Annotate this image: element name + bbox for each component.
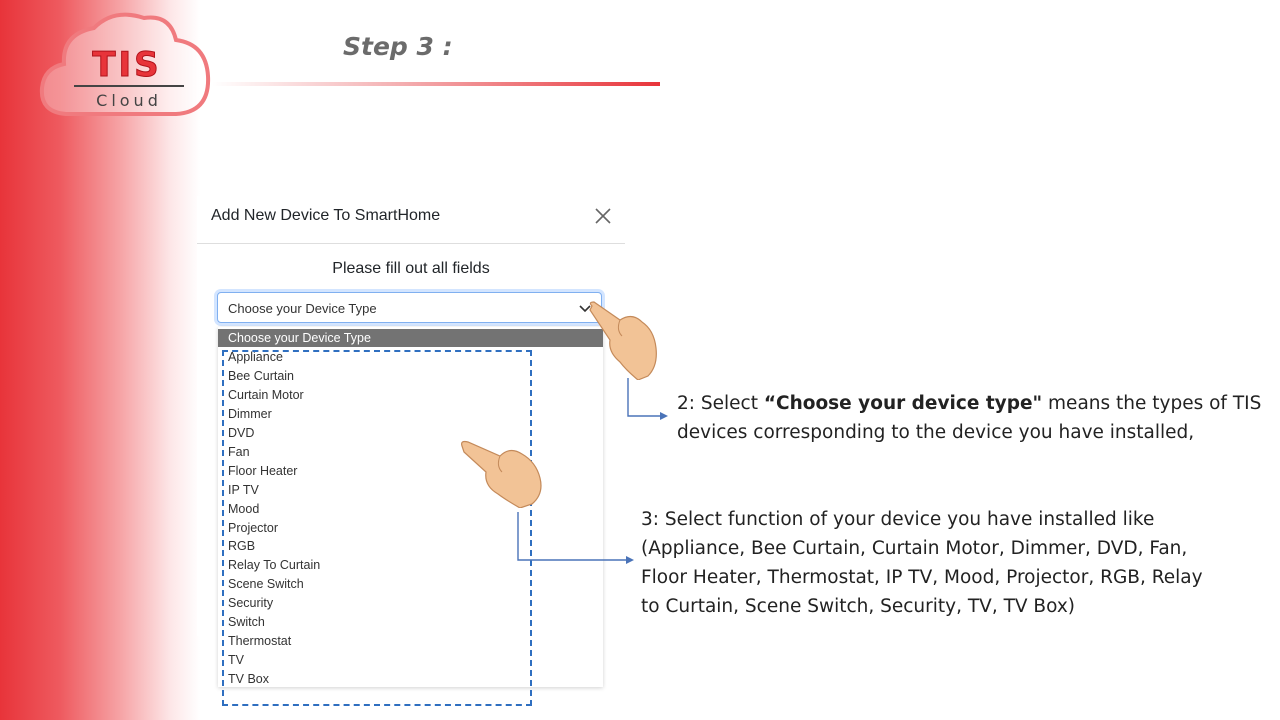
dropdown-option-tv[interactable]: TV — [228, 653, 244, 667]
note-step-2: 2: Select “Choose your device type" mean… — [677, 389, 1261, 447]
dropdown-option-label: Choose your Device Type — [228, 331, 371, 345]
dropdown-option-curtain-motor[interactable]: Curtain Motor — [228, 388, 304, 402]
note-3-line4: to Curtain, Scene Switch, Security, TV, … — [641, 596, 1076, 617]
note-2-rest: means the types of TIS — [1042, 393, 1262, 414]
dropdown-option-scene-switch[interactable]: Scene Switch — [228, 577, 304, 591]
pointing-hand-icon — [589, 301, 657, 380]
note-step-3: 3: Select function of your device you ha… — [641, 505, 1203, 621]
logo-subtitle: Cloud — [96, 91, 162, 110]
chevron-down-icon — [579, 305, 591, 313]
dropdown-option-highlighted[interactable]: Choose your Device Type — [218, 329, 603, 347]
dropdown-option-mood[interactable]: Mood — [228, 502, 260, 516]
device-type-select[interactable]: Choose your Device Type — [217, 292, 602, 323]
form-instruction: Please fill out all fields — [332, 260, 490, 277]
modal-title: Add New Device To SmartHome — [211, 207, 441, 224]
dropdown-option-relay-to-curtain[interactable]: Relay To Curtain — [228, 558, 321, 572]
dropdown-option-switch[interactable]: Switch — [228, 615, 265, 629]
note-2-line2: devices corresponding to the device you … — [677, 422, 1195, 443]
dropdown-option-fan[interactable]: Fan — [228, 445, 250, 459]
dropdown-option-bee-curtain[interactable]: Bee Curtain — [228, 369, 295, 383]
note-3-line2: (Appliance, Bee Curtain, Curtain Motor, … — [641, 538, 1188, 559]
dropdown-option-thermostat[interactable]: Thermostat — [228, 634, 292, 648]
dropdown-option-rgb[interactable]: RGB — [228, 539, 256, 553]
dropdown-option-projector[interactable]: Projector — [228, 521, 279, 535]
modal-header: Add New Device To SmartHome — [197, 196, 625, 244]
dropdown-option-dvd[interactable]: DVD — [228, 426, 255, 440]
note-2-bold: “Choose your device type" — [763, 393, 1043, 414]
pointing-hand-icon — [461, 440, 542, 508]
logo-divider — [74, 85, 184, 87]
note-3-line1: 3: Select function of your device you ha… — [641, 509, 1155, 530]
device-type-select-value: Choose your Device Type — [228, 301, 377, 316]
dropdown-option-tv-box[interactable]: TV Box — [228, 672, 269, 686]
dropdown-option-security[interactable]: Security — [228, 596, 274, 610]
options-highlight-frame — [222, 350, 532, 706]
title-underline — [212, 82, 660, 86]
note-3-line3: Floor Heater, Thermostat, IP TV, Mood, P… — [641, 567, 1203, 588]
close-icon[interactable] — [592, 205, 614, 227]
dropdown-option-floor-heater[interactable]: Floor Heater — [228, 464, 298, 478]
dropdown-option-appliance[interactable]: Appliance — [228, 350, 283, 364]
dropdown-option-dimmer[interactable]: Dimmer — [228, 407, 272, 421]
note-2-prefix: 2: Select — [677, 393, 764, 414]
logo-text: TIS — [92, 45, 162, 85]
left-accent-band — [0, 0, 200, 720]
step-title: Step 3 : — [343, 32, 453, 61]
dropdown-option-ip-tv[interactable]: IP TV — [228, 483, 259, 497]
cloud-logo-icon — [39, 12, 211, 116]
device-type-dropdown: Choose your Device Type Appliance Bee Cu… — [218, 327, 603, 687]
